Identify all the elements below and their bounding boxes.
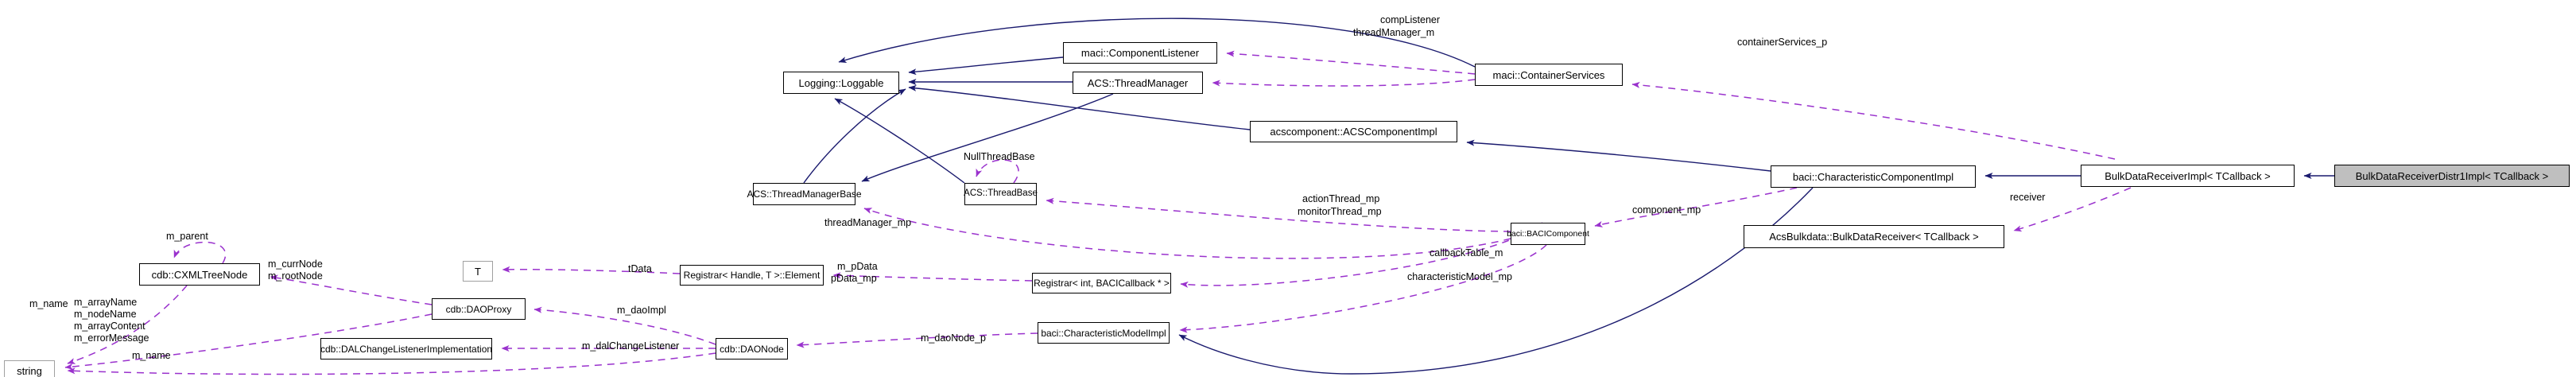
node-acs-threadbase[interactable]: ACS::ThreadBase [964, 183, 1038, 205]
edge-label-threadmanager-m: threadManager_m [1353, 27, 1435, 38]
node-string[interactable]: string [4, 360, 55, 377]
edge-label-nullthreadbase: NullThreadBase [964, 151, 1035, 162]
edge-label-pdata-mp: pData_mp [831, 273, 877, 284]
node-label: BulkDataReceiverDistr1Impl< TCallback > [2355, 169, 2549, 182]
node-cdb-dalchangelistenerimplementation[interactable]: cdb::DALChangeListenerImplementation [320, 338, 492, 360]
node-label: baci::CharacteristicModelImpl [1041, 327, 1166, 339]
node-label: Registrar< int, BACICallback * > [1034, 278, 1170, 289]
node-label: cdb::CXMLTreeNode [151, 268, 248, 281]
edge-use-containerservices-threadmanager [1212, 79, 1476, 87]
edge-label-m-arraycontent: m_arrayContent [74, 321, 145, 332]
edge-use-registrarhandle-T [502, 266, 681, 274]
edge-label-m-rootnode: m_rootNode [268, 270, 323, 282]
edge-label-m-arrayname: m_arrayName [74, 297, 138, 308]
edge-label-m-parent: m_parent [166, 231, 208, 242]
edge-label-component-mp: component_mp [1632, 204, 1701, 216]
node-acs-threadmanagerbase[interactable]: ACS::ThreadManagerBase [747, 183, 862, 205]
edge-label-m-name-bottom: m_name [132, 350, 171, 361]
node-cdb-cxmltreenode[interactable]: cdb::CXMLTreeNode [139, 263, 260, 286]
edge-use-bacicomponent-threadmanagerbase [863, 208, 1511, 259]
edge-use-bdreceiverimpl-containerservices [1631, 81, 2116, 160]
node-label: cdb::DAOProxy [445, 303, 512, 315]
edge-label-m-name-left: m_name [29, 298, 68, 309]
edge-charcompimpl-acscomponentimpl [1466, 139, 1771, 172]
node-label: baci::CharacteristicComponentImpl [1792, 170, 1954, 183]
node-label: AcsBulkdata::BulkDataReceiver< TCallback… [1769, 231, 1979, 243]
node-cdb-daoproxy[interactable]: cdb::DAOProxy [432, 298, 526, 320]
node-label: baci::BACIComponent [1507, 228, 1589, 239]
edge-label-m-errormessage: m_errorMessage [74, 332, 149, 344]
edge-use-bacicomponent-threadbase [1046, 197, 1511, 232]
node-bulkdatareceiverimpl[interactable]: BulkDataReceiverImpl< TCallback > [2081, 165, 2295, 187]
node-baci-characteristicmodelimpl[interactable]: baci::CharacteristicModelImpl [1038, 322, 1170, 344]
node-label: string [17, 364, 42, 377]
node-acscomponent-acscomponentimpl[interactable]: acscomponent::ACSComponentImpl [1250, 121, 1457, 142]
edge-label-m-currnode: m_currNode [268, 258, 323, 270]
edge-use-charmodelimpl-daonode [796, 332, 1038, 348]
node-template-t[interactable]: T [463, 261, 493, 282]
edge-label-complistener: compListener [1380, 14, 1441, 25]
node-maci-containerservices[interactable]: maci::ContainerServices [1475, 64, 1623, 86]
node-maci-componentlistener[interactable]: maci::ComponentListener [1063, 42, 1217, 64]
edge-label-actionthread-mp: actionThread_mp [1302, 193, 1380, 204]
edge-label-tdata: tData [628, 263, 652, 274]
node-logging-loggable[interactable]: Logging::Loggable [783, 72, 899, 94]
edge-threadbase-loggable [803, 88, 906, 184]
edge-label-m-pdata: m_pData [837, 261, 878, 272]
edge-label-callbacktable-m: callbackTable_m [1430, 247, 1503, 258]
node-registrar-int-bacicallback[interactable]: Registrar< int, BACICallback * > [1032, 273, 1171, 293]
node-acsbulkdata-bulkdatareceiver[interactable]: AcsBulkdata::BulkDataReceiver< TCallback… [1744, 225, 2004, 248]
node-registrar-handle-t-element[interactable]: Registrar< Handle, T >::Element [680, 265, 824, 286]
edge-use-threadbase-self [976, 159, 1019, 184]
node-label: BulkDataReceiverImpl< TCallback > [2105, 169, 2271, 182]
edge-componentlistener-loggable [908, 56, 1064, 76]
edge-label-m-nodename: m_nodeName [74, 309, 137, 320]
node-baci-bacicomponent[interactable]: baci::BACIComponent [1507, 223, 1589, 245]
edge-label-characteristicmodel-mp: characteristicModel_mp [1407, 271, 1512, 282]
node-label: T [475, 265, 481, 278]
node-label: cdb::DAONode [720, 343, 784, 355]
edge-label-threadmanager-mp: threadManager_mp [824, 217, 912, 228]
edge-label-m-dalchangelistener: m_dalChangeListener [582, 340, 680, 352]
node-label: Logging::Loggable [798, 76, 884, 89]
node-label: Registrar< Handle, T >::Element [683, 270, 821, 281]
edge-threadmanager-threadmanagerbase [861, 93, 1114, 182]
node-baci-characteristiccomponentimpl[interactable]: baci::CharacteristicComponentImpl [1771, 165, 1976, 188]
edge-label-m-daonode-p: m_daoNode_p [921, 332, 987, 344]
node-acs-threadmanager[interactable]: ACS::ThreadManager [1073, 72, 1203, 94]
edge-label-m-daoimpl: m_daoImpl [617, 305, 666, 316]
edge-label-receiver: receiver [2010, 192, 2046, 203]
node-label: ACS::ThreadBase [964, 188, 1038, 199]
node-cdb-daonode[interactable]: cdb::DAONode [716, 338, 788, 360]
edge-threadmanagerbase-loggable [834, 98, 965, 184]
edge-use-cxmltreenode-self [173, 241, 226, 264]
node-label: ACS::ThreadManager [1087, 76, 1189, 89]
node-label: acscomponent::ACSComponentImpl [1270, 126, 1437, 138]
node-label: cdb::DALChangeListenerImplementation [320, 343, 493, 355]
node-label: maci::ContainerServices [1492, 68, 1605, 81]
edge-use-containerservices-componentlistener [1226, 50, 1476, 75]
edge-label-containerservices-p: containerServices_p [1737, 37, 1828, 48]
node-bulkdatareceiverdistr1impl[interactable]: BulkDataReceiverDistr1Impl< TCallback > [2334, 165, 2570, 187]
node-label: maci::ComponentListener [1080, 47, 1200, 59]
node-label: ACS::ThreadManagerBase [747, 188, 862, 200]
edge-label-monitorthread-mp: monitorThread_mp [1298, 206, 1382, 217]
